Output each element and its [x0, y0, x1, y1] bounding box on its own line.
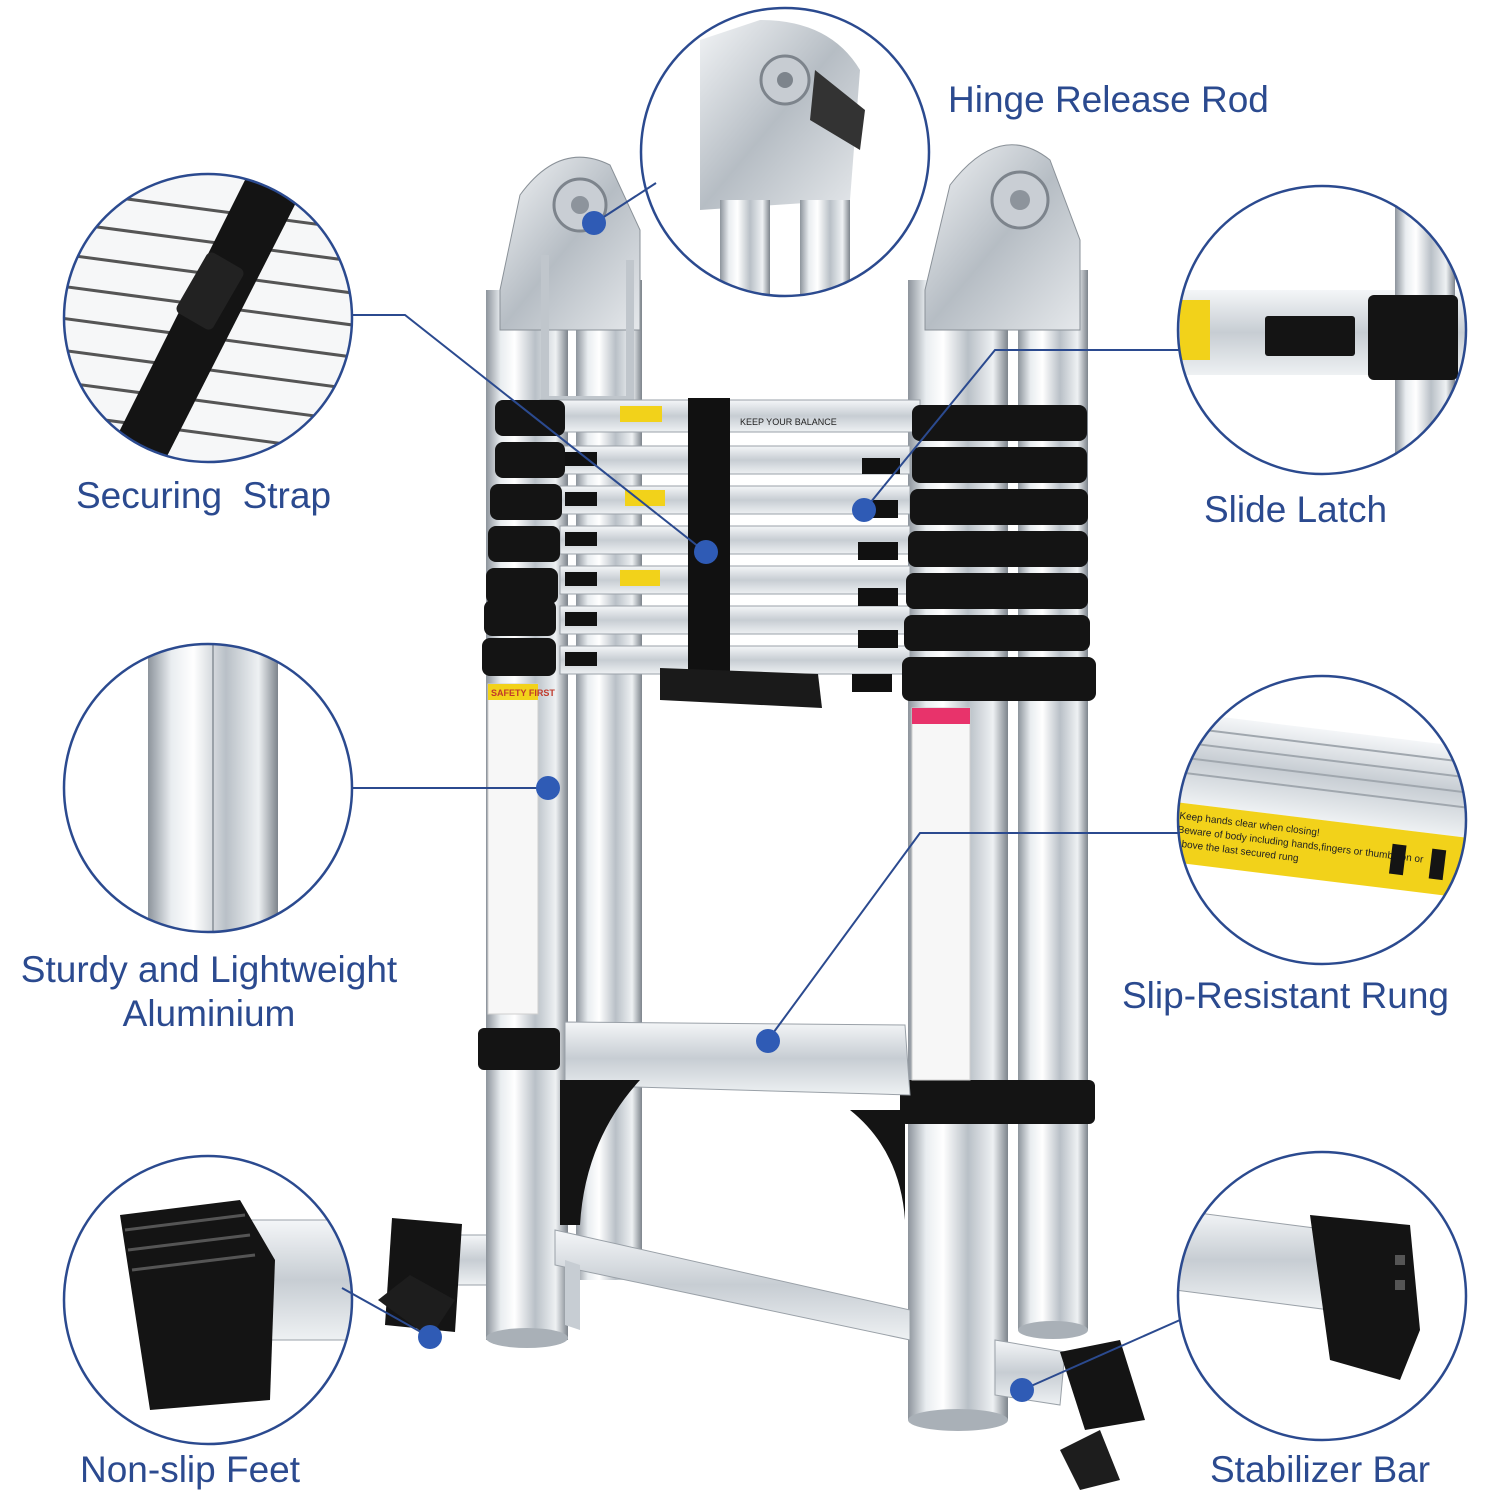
balance-sticker: KEEP YOUR BALANCE	[740, 417, 837, 427]
slide-latch-callout	[1176, 184, 1468, 476]
hinge-callout	[639, 6, 931, 298]
joint-collars	[478, 400, 1096, 1124]
rung-dot	[756, 1029, 780, 1053]
feet-callout	[62, 1154, 354, 1446]
feet-dot	[418, 1325, 442, 1349]
safety-sticker-right	[911, 707, 971, 1081]
rung-callout: Keep hands clear when closing! Beware of…	[1176, 674, 1468, 966]
non-slip-feet-label: Non-slip Feet	[80, 1449, 301, 1490]
aluminium-label: Sturdy and Lightweight Aluminium	[0, 948, 418, 1037]
stabilizer-dot	[1010, 1378, 1034, 1402]
right-hinge	[924, 144, 1081, 331]
safety-first-text: SAFETY FIRST	[491, 688, 555, 698]
slip-resistant-rung-label: Slip-Resistant Rung	[1122, 975, 1449, 1016]
connector-dots	[418, 211, 1034, 1402]
stabilizer-bar-right	[994, 1339, 1145, 1490]
strap-dot	[694, 540, 718, 564]
aluminium-callout	[62, 642, 354, 934]
securing-strap-label: Securing Strap	[76, 475, 332, 516]
safety-sticker-left: SAFETY FIRST	[487, 683, 555, 1015]
strap-callout	[62, 172, 354, 464]
aluminium-label-line-1: Sturdy and Lightweight	[20, 949, 398, 990]
lower-step	[560, 1021, 911, 1225]
hinge-release-rod-label: Hinge Release Rod	[948, 79, 1269, 120]
upper-rungs: KEEP YOUR BALANCE	[539, 399, 921, 692]
aluminium-dot	[536, 776, 560, 800]
bottom-frame	[554, 1229, 911, 1341]
left-hinge	[499, 156, 641, 404]
strap	[660, 398, 822, 708]
slide-latch-label: Slide Latch	[1204, 489, 1388, 530]
ladder: KEEP YOUR BALANCE	[378, 144, 1145, 1490]
connector-lines	[341, 182, 1181, 1391]
slide-latch-dot	[852, 498, 876, 522]
stabilizer-callout	[1176, 1150, 1468, 1442]
aluminium-label-line-2: Aluminium	[122, 993, 296, 1035]
rear-right-leg	[1018, 270, 1088, 1330]
stabilizer-bar-label: Stabilizer Bar	[1210, 1449, 1431, 1490]
hinge-dot	[582, 211, 606, 235]
